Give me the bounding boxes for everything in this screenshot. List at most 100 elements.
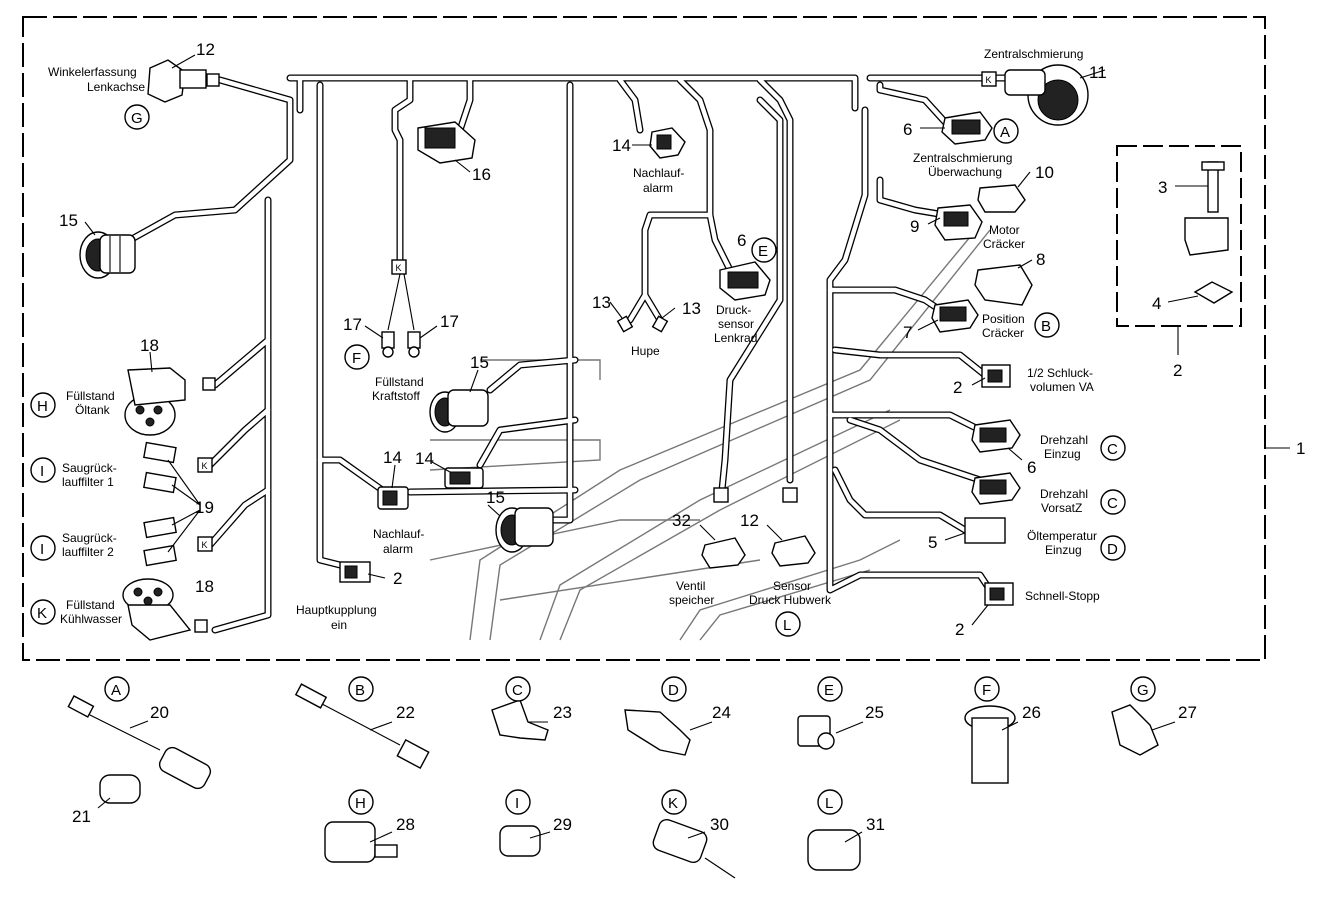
part-number: 2	[955, 620, 964, 639]
label-position-cracker-2: Cräcker	[982, 326, 1024, 340]
part-number: 2	[393, 569, 402, 588]
part-number: 11	[1089, 63, 1107, 82]
part-number: 17	[343, 315, 362, 334]
part-number: 6	[903, 120, 912, 139]
svg-text:C: C	[1107, 495, 1118, 512]
part-number: 32	[672, 511, 691, 530]
svg-text:K: K	[202, 461, 208, 471]
label-motor-cracker-1: Motor	[989, 223, 1020, 237]
label-drehzahl-einzug-2: Einzug	[1044, 447, 1081, 461]
part-number: 16	[472, 165, 491, 184]
svg-text:C: C	[1107, 441, 1118, 458]
label-ventil-2: speicher	[669, 593, 714, 607]
label-nachlauf-top-2: alarm	[643, 181, 673, 195]
part-number: 1	[1296, 439, 1305, 458]
label-winkelerfassung-1: Winkelerfassung	[48, 65, 137, 79]
part-number: 12	[196, 40, 215, 59]
label-position-cracker-1: Position	[982, 312, 1025, 326]
svg-text:G: G	[131, 110, 143, 127]
inset-frame	[1116, 145, 1242, 327]
label-hupe: Hupe	[631, 344, 660, 358]
svg-text:G: G	[1137, 682, 1149, 699]
svg-text:F: F	[352, 350, 361, 367]
part-number: 20	[150, 703, 169, 722]
svg-text:H: H	[355, 795, 366, 812]
part-number: 30	[710, 815, 729, 834]
connector-6-e	[719, 261, 771, 301]
svg-text:L: L	[783, 617, 791, 634]
part-number: 29	[553, 815, 572, 834]
label-druck-lenkrad-3: Lenkrad	[714, 331, 757, 345]
components	[79, 59, 1234, 641]
part-number: 13	[682, 299, 701, 318]
svg-text:D: D	[1107, 541, 1118, 558]
svg-text:K: K	[202, 540, 208, 550]
label-kraftstoff-1: Füllstand	[375, 375, 424, 389]
round-connector-15-low	[495, 507, 554, 553]
label-hauptkupplung-2: ein	[331, 618, 347, 632]
level-sensor-18-bottom	[122, 578, 192, 641]
wire-harness	[126, 74, 1009, 634]
label-winkelerfassung-2: Lenkachse	[87, 80, 145, 94]
label-saug1-2: lauffilter 1	[62, 475, 114, 489]
label-drehzahl-vorsatz-2: VorsatZ	[1041, 501, 1082, 515]
part-number: 25	[865, 703, 884, 722]
label-nachlauf-bottom-2: alarm	[383, 542, 413, 556]
part-number: 10	[1035, 163, 1054, 182]
component-labels: Winkelerfassung Lenkachse Zentralschmier…	[48, 47, 1100, 632]
svg-text:I: I	[515, 795, 519, 812]
part-number: 15	[486, 488, 505, 507]
connector-14-top	[649, 127, 686, 159]
part-number: 2	[1173, 361, 1182, 380]
round-connector-15-mid	[429, 389, 489, 433]
part-number: 31	[866, 815, 885, 834]
part-number: 15	[59, 211, 78, 230]
svg-text:B: B	[1041, 318, 1051, 335]
label-ventil-1: Ventil	[676, 579, 705, 593]
svg-text:I: I	[40, 541, 44, 558]
label-schnellstopp: Schnell-Stopp	[1025, 589, 1100, 603]
svg-text:H: H	[37, 398, 48, 415]
part-number: 18	[140, 336, 159, 355]
label-saug2-1: Saugrück-	[62, 531, 117, 545]
label-druck-lenkrad-2: sensor	[718, 317, 754, 331]
svg-text:A: A	[111, 682, 121, 699]
label-oeltemp-2: Einzug	[1045, 543, 1082, 557]
svg-text:E: E	[758, 243, 768, 260]
part-number: 14	[383, 448, 402, 467]
part-number: 18	[195, 577, 214, 596]
part-number: 24	[712, 703, 731, 722]
part-number: 22	[396, 703, 415, 722]
part-number: 6	[737, 231, 746, 250]
svg-text:K: K	[986, 75, 992, 85]
label-zentral-ueberwachung-2: Überwachung	[928, 165, 1002, 179]
label-oeltank-1: Füllstand	[66, 389, 115, 403]
part-number: 14	[612, 136, 631, 155]
part-number: 21	[72, 807, 91, 826]
part-number: 2	[953, 378, 962, 397]
label-schluck-1: 1/2 Schluck-	[1027, 366, 1093, 380]
label-kuehl-1: Füllstand	[66, 598, 115, 612]
angle-sensor-connector	[147, 59, 207, 103]
label-kraftstoff-2: Kraftstoff	[372, 389, 420, 403]
circled-letters: G A E B C C D L F H I I K A B C D E F G …	[30, 104, 1156, 815]
part-numbers: 1 2 2 2 2 3 4 5 6 6 6 7 8 9 10 11 12 12 …	[59, 40, 1305, 834]
part-number: 3	[1158, 178, 1167, 197]
part-number: 27	[1178, 703, 1197, 722]
label-saug2-2: lauffilter 2	[62, 545, 114, 559]
part-number: 26	[1022, 703, 1041, 722]
part-number: 15	[470, 353, 489, 372]
part-number: 23	[553, 703, 572, 722]
label-druck-lenkrad-1: Druck-	[716, 303, 751, 317]
round-connector-15-left	[79, 231, 136, 279]
svg-text:F: F	[982, 682, 991, 699]
part-number: 14	[415, 449, 434, 468]
leader-lines	[84, 54, 1208, 843]
label-motor-cracker-2: Cräcker	[983, 237, 1025, 251]
k-markers: K K K K	[194, 71, 997, 633]
svg-text:B: B	[355, 682, 365, 699]
svg-text:K: K	[37, 605, 47, 622]
part-number: 8	[1036, 250, 1045, 269]
